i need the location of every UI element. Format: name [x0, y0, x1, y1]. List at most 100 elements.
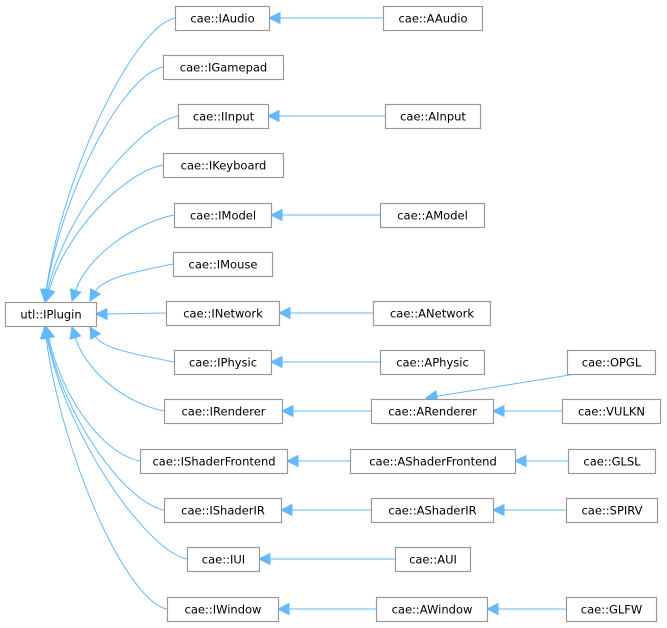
class-node-i-mouse[interactable]: cae::IMouse [172, 251, 274, 278]
class-node-a-physic[interactable]: cae::APhysic [379, 349, 486, 376]
edge-line [47, 337, 165, 511]
edge-a-shader-ir-to-i-shader-ir [279, 503, 371, 517]
nodes-layer: utl::IPlugincae::IAudiocae::IGamepadcae:… [4, 5, 662, 623]
class-node-label: utl::IPlugin [20, 308, 81, 322]
class-node-label: cae::AAudio [398, 12, 467, 26]
class-node-label: cae::ARenderer [388, 405, 477, 419]
class-node-i-model[interactable]: cae::IModel [173, 202, 273, 229]
class-node-box[interactable] [139, 448, 289, 475]
class-node-i-window[interactable]: cae::IWindow [166, 596, 280, 623]
arrowhead-icon [513, 454, 527, 468]
class-node-box[interactable] [375, 596, 489, 623]
arrowhead-icon [43, 288, 56, 303]
class-node-box[interactable] [382, 5, 484, 32]
class-node-aui[interactable]: cae::AUI [394, 546, 472, 573]
class-node-box[interactable] [172, 251, 274, 278]
class-node-glfw[interactable]: cae::GLFW [565, 596, 658, 623]
edge-i-window-to-i-plugin [39, 325, 168, 610]
class-node-label: cae::AModel [397, 209, 468, 223]
edge-vulkn-to-a-renderer [491, 404, 562, 418]
class-node-i-plugin[interactable]: utl::IPlugin [4, 301, 98, 328]
class-node-label: cae::IPhysic [189, 356, 257, 370]
arrowhead-icon [285, 454, 299, 468]
class-node-box[interactable] [162, 54, 285, 81]
edge-line [106, 312, 167, 315]
class-node-a-input[interactable]: cae::AInput [384, 103, 482, 130]
class-node-label: cae::ANetwork [390, 307, 474, 321]
class-node-label: cae::SPIRV [581, 504, 642, 518]
class-node-box[interactable] [173, 202, 273, 229]
class-node-label: cae::IRenderer [181, 405, 265, 419]
class-node-i-shader-frontend[interactable]: cae::IShaderFrontend [139, 448, 289, 475]
arrowhead-icon [279, 503, 293, 517]
class-node-box[interactable] [173, 349, 273, 376]
arrowhead-icon [491, 404, 505, 418]
class-node-box[interactable] [4, 301, 98, 328]
class-node-i-renderer[interactable]: cae::IRenderer [163, 398, 284, 425]
class-node-i-physic[interactable]: cae::IPhysic [173, 349, 273, 376]
class-node-spirv[interactable]: cae::SPIRV [565, 497, 659, 524]
arrowhead-icon [69, 325, 82, 340]
edge-spirv-to-a-shader-ir [491, 503, 566, 517]
class-node-a-shader-frontend[interactable]: cae::AShaderFrontend [349, 448, 517, 475]
arrowhead-icon [269, 355, 283, 369]
edge-a-window-to-i-window [276, 602, 376, 616]
class-node-opgl[interactable]: cae::OPGL [566, 349, 657, 376]
class-node-label: cae::AInput [400, 110, 466, 124]
class-node-box[interactable] [370, 497, 495, 524]
class-node-box[interactable] [174, 5, 271, 32]
class-node-box[interactable] [370, 398, 495, 425]
class-node-label: cae::GLSL [583, 455, 641, 469]
class-node-a-window[interactable]: cae::AWindow [375, 596, 489, 623]
class-node-label: cae::IGamepad [180, 61, 267, 75]
class-node-label: cae::APhysic [396, 356, 469, 370]
class-node-label: cae::AUI [409, 553, 457, 567]
class-node-box[interactable] [163, 497, 283, 524]
class-node-box[interactable] [166, 596, 280, 623]
class-node-a-model[interactable]: cae::AModel [379, 202, 486, 229]
edge-line [95, 336, 175, 363]
class-node-box[interactable] [163, 398, 284, 425]
class-node-a-network[interactable]: cae::ANetwork [372, 300, 492, 327]
class-node-box[interactable] [372, 300, 492, 327]
class-node-i-keyboard[interactable]: cae::IKeyboard [162, 152, 285, 179]
class-node-i-input[interactable]: cae::IInput [177, 103, 270, 130]
class-node-box[interactable] [162, 152, 285, 179]
class-node-a-shader-ir[interactable]: cae::AShaderIR [370, 497, 495, 524]
class-node-box[interactable] [566, 349, 657, 376]
edge-i-input-to-i-plugin [41, 115, 179, 303]
class-node-box[interactable] [165, 300, 281, 327]
arrowhead-icon [89, 326, 102, 341]
class-node-i-shader-ir[interactable]: cae::IShaderIR [163, 497, 283, 524]
class-node-box[interactable] [567, 448, 657, 475]
class-node-box[interactable] [394, 546, 472, 573]
arrowhead-icon [277, 306, 291, 320]
class-node-glsl[interactable]: cae::GLSL [567, 448, 657, 475]
class-node-i-gamepad[interactable]: cae::IGamepad [162, 54, 285, 81]
class-node-box[interactable] [565, 596, 658, 623]
class-node-box[interactable] [349, 448, 517, 475]
class-node-box[interactable] [379, 349, 486, 376]
class-node-box[interactable] [565, 497, 659, 524]
class-node-i-network[interactable]: cae::INetwork [165, 300, 281, 327]
class-node-box[interactable] [177, 103, 270, 130]
arrowhead-icon [89, 287, 102, 302]
class-node-i-audio[interactable]: cae::IAudio [174, 5, 271, 32]
arrowhead-icon [94, 307, 108, 321]
class-node-box[interactable] [384, 103, 482, 130]
class-node-box[interactable] [186, 546, 261, 573]
class-node-iui[interactable]: cae::IUI [186, 546, 261, 573]
edge-line [46, 337, 188, 560]
class-node-label: cae::AShaderFrontend [369, 455, 497, 469]
class-node-a-renderer[interactable]: cae::ARenderer [370, 398, 495, 425]
edge-aui-to-iui [257, 552, 395, 566]
class-node-vulkn[interactable]: cae::VULKN [561, 398, 662, 425]
class-node-a-audio[interactable]: cae::AAudio [382, 5, 484, 32]
edge-i-model-to-i-plugin [69, 214, 175, 303]
class-node-box[interactable] [379, 202, 486, 229]
class-node-box[interactable] [561, 398, 662, 425]
class-node-label: cae::INetwork [183, 307, 263, 321]
edge-a-renderer-to-i-renderer [280, 404, 371, 418]
class-node-label: cae::GLFW [581, 603, 643, 617]
